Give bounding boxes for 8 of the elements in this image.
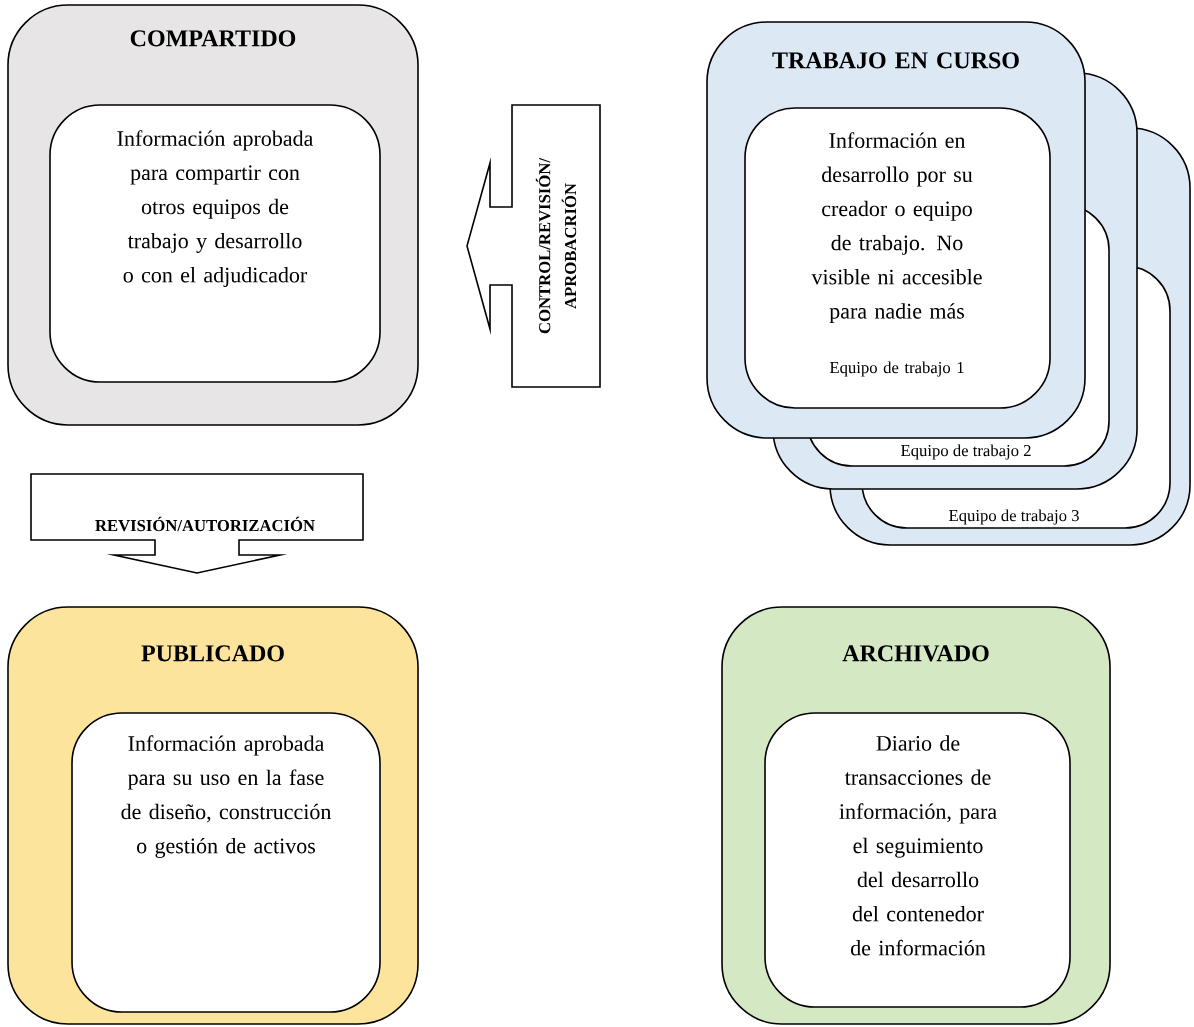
content-box: Información aprobada para compartir con otros equipos de trabajo y desarrollo o con el adjudicador	[49, 104, 381, 383]
block-arrow	[466, 104, 601, 388]
block-arrow	[30, 473, 364, 574]
edge-label: REVISIÓN/AUTORIZACIÓN	[95, 516, 315, 532]
content-box: Diario de transacciones de información, para el seguimiento del desarrollo del contenedor de información	[764, 712, 1071, 1008]
edge-label: CONTROL/REVISIÓN/ APROBACRIÓN	[535, 157, 577, 334]
content-box: Información en desarrollo por su creador o equipo de trabajo. No visible ni accesible para nadie más Equipo de trabajo 1	[744, 107, 1051, 409]
content-box: Información aprobada para su uso en la fase de diseño, construcción o gestión de activos	[71, 712, 381, 1013]
